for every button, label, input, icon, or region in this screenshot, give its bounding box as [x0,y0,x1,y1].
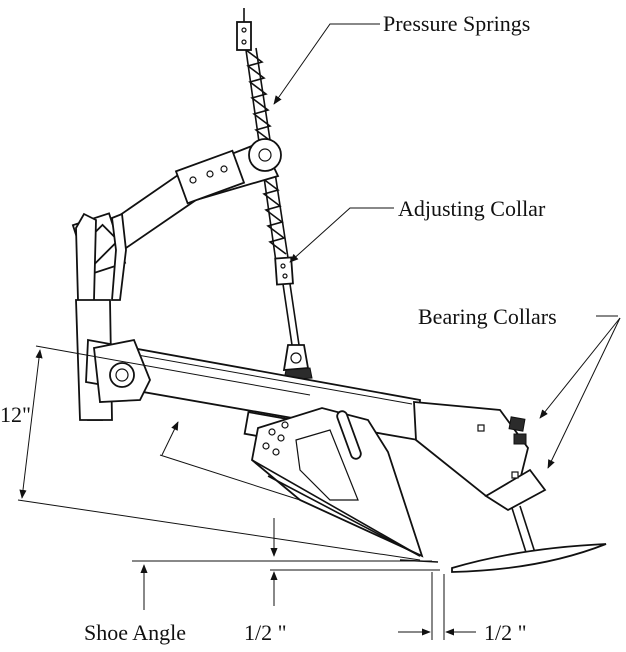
shoe-blade [399,543,607,573]
label-bearing-collars: Bearing Collars [418,304,557,329]
label-height-12in: 12" [0,402,31,427]
label-offset-horizontal: 1/2 " [484,620,527,645]
bearing-assembly [413,401,547,566]
leader-lines [273,23,621,469]
height-dimension [17,345,421,561]
upper-link-arm [108,138,282,250]
label-adjusting-collar: Adjusting Collar [398,196,546,221]
horizontal-offset-dimension [398,572,476,640]
label-offset-vertical: 1/2 " [244,620,287,645]
label-pressure-springs: Pressure Springs [383,11,530,36]
pressure-spring-assembly [236,8,313,381]
label-shoe-angle: Shoe Angle [84,620,186,645]
shoe-angle-dimension [132,518,440,610]
opener-shank [251,407,424,558]
